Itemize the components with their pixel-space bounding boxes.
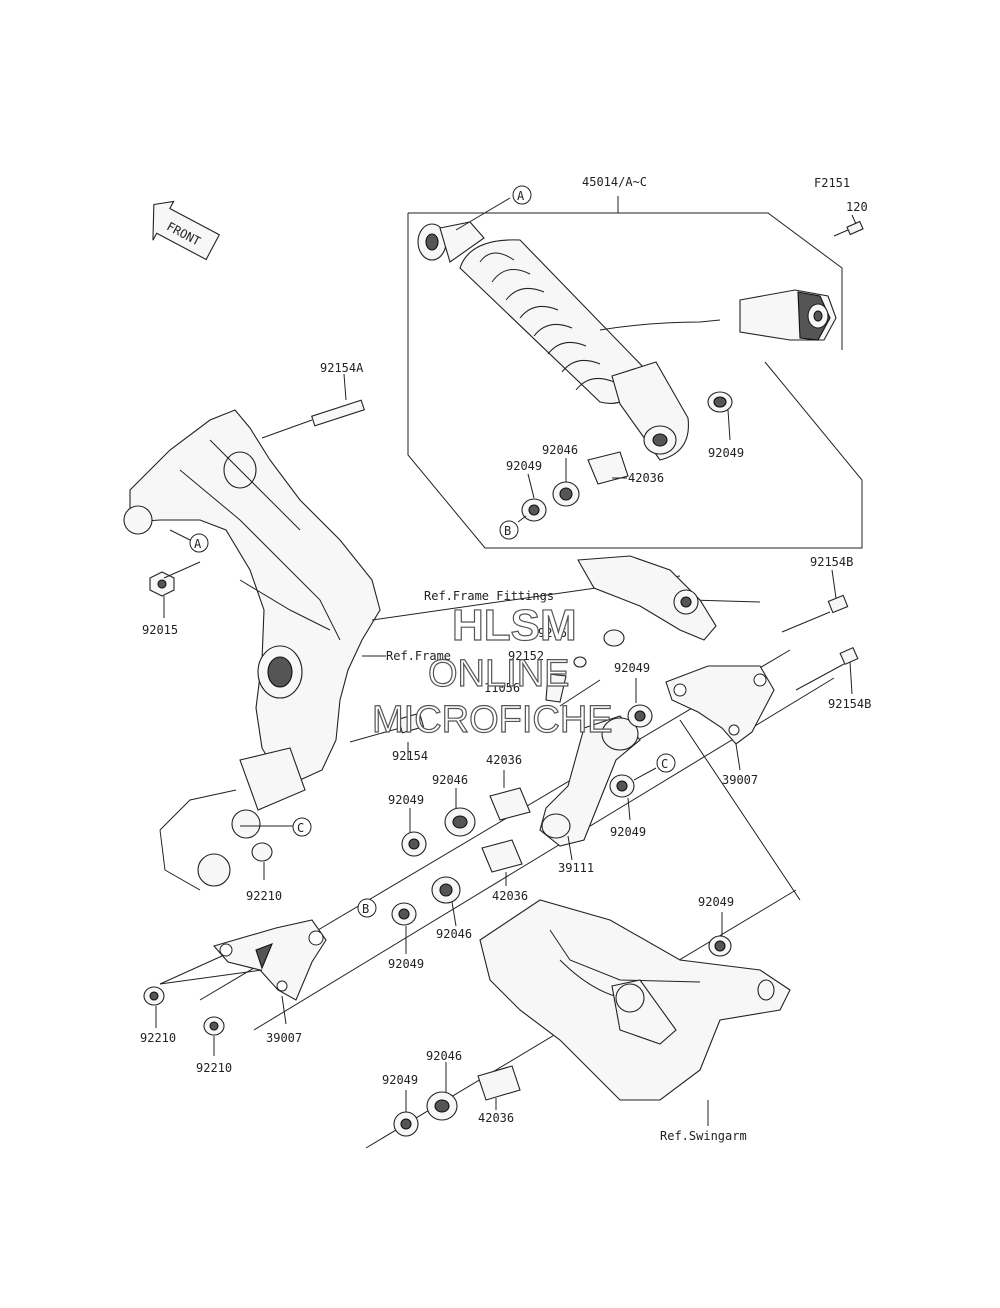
front-arrow-icon: FRONT xyxy=(152,200,221,261)
rocker-arm-39111 xyxy=(539,715,641,861)
label-plate-39007-left: 39007 xyxy=(266,1031,302,1045)
collar-icon xyxy=(587,451,629,485)
tie-plate-39007-right xyxy=(665,665,775,745)
label-shock-assy: 45014/A~C xyxy=(582,175,647,189)
label-bearing-92046-bottom: 92046 xyxy=(426,1049,462,1063)
svg-text:B: B xyxy=(504,524,511,538)
label-bolt-120: 120 xyxy=(846,200,868,214)
callout-a-top: A xyxy=(455,185,532,231)
callout-c-mid: C xyxy=(656,753,676,773)
watermark-line2: ONLINE xyxy=(428,653,569,695)
tie-plate-39007-left xyxy=(213,919,327,1001)
label-collar-42036-low: 42036 xyxy=(492,889,528,903)
bolt-92154a-icon xyxy=(261,399,365,439)
label-nut-92210-bottom: 92210 xyxy=(196,1061,232,1075)
label-bolt-92154b-mid: 92154B xyxy=(828,697,871,711)
label-part-92152: 92152 xyxy=(508,649,544,663)
bolt-92154b-mid-icon xyxy=(795,646,859,691)
label-bolt-92154b-top: 92154B xyxy=(810,555,853,569)
svg-text:A: A xyxy=(517,189,525,203)
washer-92152-icon xyxy=(573,656,587,668)
callout-c-frame: C xyxy=(292,817,312,837)
swingarm-reference xyxy=(479,899,791,1126)
label-bearing-92046-mid: 92046 xyxy=(432,773,468,787)
bracket-11056-icon xyxy=(545,673,567,703)
label-bolt-92154: 92154 xyxy=(392,749,428,763)
label-seal-92049-top-right: 92049 xyxy=(708,446,744,460)
label-rocker-39111: 39111 xyxy=(558,861,594,875)
nut-92015-icon xyxy=(149,571,175,597)
nut-92210-center-icon xyxy=(251,842,273,862)
rear-shock-absorber xyxy=(417,221,837,461)
label-ref-frame: Ref.Frame xyxy=(386,649,451,663)
label-seal-92049-swingarm: 92049 xyxy=(698,895,734,909)
label-ref-frame-fittings: Ref.Frame Fittings xyxy=(424,589,554,603)
callout-b-mid: B xyxy=(357,898,377,918)
svg-text:C: C xyxy=(297,821,304,835)
label-bolt-92154a: 92154A xyxy=(320,361,364,375)
svg-text:A: A xyxy=(194,537,202,551)
collar-42036-bottom-icon xyxy=(477,1065,521,1101)
watermark-line1: HLSM xyxy=(452,601,577,650)
label-nut-92210-center: 92210 xyxy=(246,889,282,903)
callout-b-top: B xyxy=(499,515,527,540)
label-seal-92049-mid-top: 92049 xyxy=(614,661,650,675)
watermark: HLSM ONLINE MICROFICHE xyxy=(371,600,613,741)
label-plate-39007-right: 39007 xyxy=(722,773,758,787)
collar-42036-mid-icon xyxy=(489,787,531,821)
collar-92161-icon xyxy=(603,629,625,647)
label-bearing-92046-top: 92046 xyxy=(542,443,578,457)
shock-absorber-group xyxy=(407,196,864,549)
label-seal-92049-mid-right: 92049 xyxy=(610,825,646,839)
label-bearing-92046-low: 92046 xyxy=(436,927,472,941)
watermark-line3: MICROFICHE xyxy=(372,699,613,741)
figure-code: F2151 xyxy=(814,176,850,190)
frame-reference xyxy=(123,409,386,891)
label-collar-42036-top: 42036 xyxy=(628,471,664,485)
label-collar-42036-mid: 42036 xyxy=(486,753,522,767)
svg-text:C: C xyxy=(661,757,668,771)
label-seal-92049-top-left: 92049 xyxy=(506,459,542,473)
callout-a-frame: A xyxy=(169,529,209,553)
label-nut-92210-left: 92210 xyxy=(140,1031,176,1045)
label-seal-92049-mid-left: 92049 xyxy=(388,793,424,807)
label-seal-92049-low: 92049 xyxy=(388,957,424,971)
label-nut-92015: 92015 xyxy=(142,623,178,637)
label-seal-92049-bottom: 92049 xyxy=(382,1073,418,1087)
bolt-92154-icon xyxy=(349,712,425,743)
bolt-120-icon xyxy=(833,220,864,237)
collar-42036-low-icon xyxy=(481,839,523,873)
label-part-11056: 11056 xyxy=(484,681,520,695)
label-ref-swingarm: Ref.Swingarm xyxy=(660,1129,747,1143)
label-part-92161: 92161 xyxy=(538,626,574,640)
frame-fitting-bracket xyxy=(577,555,717,641)
bolt-92154b-top-icon xyxy=(781,594,849,633)
svg-text:B: B xyxy=(362,902,369,916)
label-collar-42036-bottom: 42036 xyxy=(478,1111,514,1125)
